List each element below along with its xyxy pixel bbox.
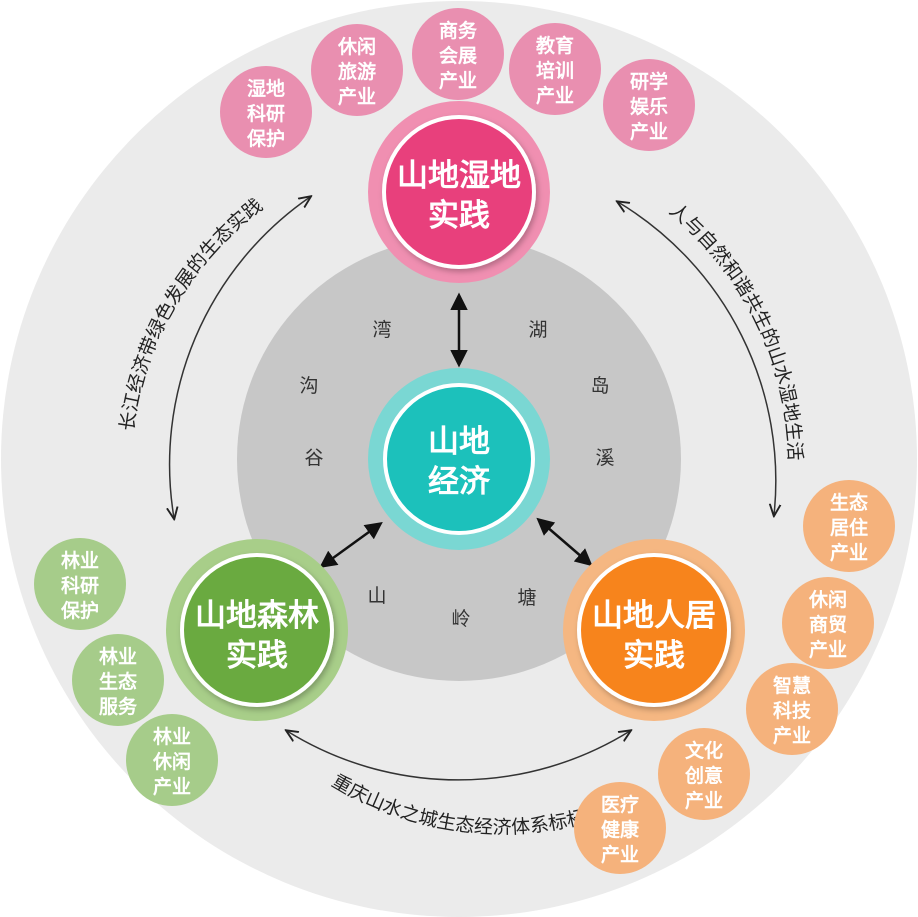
living-satellite-label: 商贸 bbox=[809, 613, 847, 636]
living-satellite-label: 产业 bbox=[601, 843, 639, 866]
forest-satellite-label: 休闲 bbox=[152, 750, 191, 773]
center-living-arrow bbox=[536, 517, 593, 567]
center-hub: 山地 经济 bbox=[368, 368, 550, 550]
living-hub-label-1: 山地人居 bbox=[592, 598, 716, 634]
wetland-satellite-label: 产业 bbox=[536, 84, 574, 107]
forest-hub: 山地森林 实践 bbox=[166, 539, 348, 721]
ring-word: 塘 bbox=[517, 587, 536, 609]
living-satellite-label: 产业 bbox=[809, 638, 847, 661]
wetland-satellite-label: 产业 bbox=[338, 85, 376, 108]
left-arc-arrow bbox=[170, 197, 310, 518]
living-hub-label-2: 实践 bbox=[623, 638, 685, 674]
wetland-satellite-label: 科研 bbox=[247, 102, 285, 125]
forest-satellite-label: 生态 bbox=[99, 670, 137, 693]
living-satellite-label: 生态 bbox=[830, 491, 868, 514]
ring-word: 湾 bbox=[372, 319, 391, 341]
ring-word: 沟 bbox=[299, 375, 318, 397]
wetland-satellite-circle bbox=[603, 59, 695, 151]
wetland-satellite-label: 湿地 bbox=[247, 77, 285, 100]
satellite-bubbles: 湿地科研保护休闲旅游产业商务会展产业教育培训产业研学娱乐产业生态居住产业休闲商贸… bbox=[34, 8, 895, 874]
wetland-satellite-label: 产业 bbox=[630, 120, 668, 143]
forest-hub-label-1: 山地森林 bbox=[195, 598, 319, 634]
forest-satellite-label: 保护 bbox=[60, 599, 99, 622]
forest-satellite-label: 服务 bbox=[99, 695, 138, 718]
forest-satellite-label: 科研 bbox=[61, 574, 99, 597]
wetland-hub-core bbox=[382, 115, 536, 269]
wetland-satellite-label: 培训 bbox=[536, 59, 574, 82]
living-satellite-label: 产业 bbox=[830, 541, 868, 564]
living-satellite-circle bbox=[803, 480, 895, 572]
bottom-arc-arrow bbox=[287, 731, 630, 781]
forest-satellite-circle bbox=[72, 634, 164, 726]
center-hub-label-2: 经济 bbox=[428, 464, 491, 500]
forest-satellite-label: 林业 bbox=[61, 549, 99, 572]
living-hub-core bbox=[577, 553, 731, 707]
wetland-satellite-label: 休闲 bbox=[337, 35, 376, 58]
wetland-satellite-label: 教育 bbox=[536, 34, 574, 57]
wetland-satellite-label: 保护 bbox=[246, 127, 285, 150]
ring-word: 岭 bbox=[451, 608, 470, 630]
living-satellite-circle bbox=[782, 577, 874, 669]
forest-satellite-label: 产业 bbox=[153, 775, 191, 798]
wetland-satellite-circle bbox=[311, 24, 403, 116]
ring-words: 湾 湖沟 岛谷 溪山岭 塘 bbox=[299, 319, 614, 630]
living-satellite-label: 居住 bbox=[830, 516, 868, 539]
wetland-hub-label-1: 山地湿地 bbox=[397, 158, 521, 194]
wetland-satellite-circle bbox=[220, 66, 312, 158]
living-satellite-label: 产业 bbox=[773, 724, 811, 747]
forest-satellite-label: 林业 bbox=[99, 645, 137, 668]
center-hub-label-1: 山地 bbox=[428, 424, 490, 460]
center-forest-arrow bbox=[319, 521, 383, 569]
living-satellite-label: 健康 bbox=[601, 818, 640, 841]
forest-hub-core bbox=[180, 553, 334, 707]
living-satellite-label: 休闲 bbox=[808, 588, 847, 611]
forest-hub-label-2: 实践 bbox=[226, 638, 288, 674]
living-satellite-label: 文化 bbox=[685, 739, 723, 762]
right-arc-arrow bbox=[618, 202, 776, 515]
center-hub-core bbox=[383, 383, 535, 535]
forest-satellite-label: 林业 bbox=[153, 725, 191, 748]
ring-word: 湖 bbox=[528, 319, 547, 341]
living-satellite-label: 医疗 bbox=[601, 793, 639, 816]
living-satellite-label: 产业 bbox=[685, 789, 723, 812]
living-satellite-label: 智慧 bbox=[773, 674, 811, 697]
living-satellite-circle bbox=[574, 782, 666, 874]
living-hub: 山地人居 实践 bbox=[563, 539, 745, 721]
living-satellite-circle bbox=[746, 663, 838, 755]
wetland-satellite-circle bbox=[412, 8, 504, 100]
living-satellite-label: 科技 bbox=[773, 699, 812, 722]
wetland-satellite-label: 产业 bbox=[439, 69, 477, 92]
ring-word: 岛 bbox=[590, 375, 609, 397]
ring-word: 溪 bbox=[595, 447, 614, 469]
wetland-satellite-label: 商务 bbox=[439, 19, 478, 42]
wetland-satellite-label: 会展 bbox=[439, 44, 477, 67]
forest-satellite-circle bbox=[34, 538, 126, 630]
wetland-hub-label-2: 实践 bbox=[428, 198, 490, 234]
forest-satellite-circle bbox=[126, 714, 218, 806]
living-satellite-circle bbox=[658, 728, 750, 820]
living-satellite-label: 创意 bbox=[684, 764, 723, 787]
ring-word: 山 bbox=[367, 585, 386, 607]
ring-word: 谷 bbox=[304, 447, 323, 469]
wetland-satellite-label: 研学 bbox=[630, 70, 668, 93]
wetland-satellite-label: 娱乐 bbox=[630, 95, 668, 118]
wetland-satellite-label: 旅游 bbox=[338, 60, 376, 83]
wetland-hub: 山地湿地 实践 bbox=[368, 101, 550, 283]
wetland-satellite-circle bbox=[509, 23, 601, 115]
